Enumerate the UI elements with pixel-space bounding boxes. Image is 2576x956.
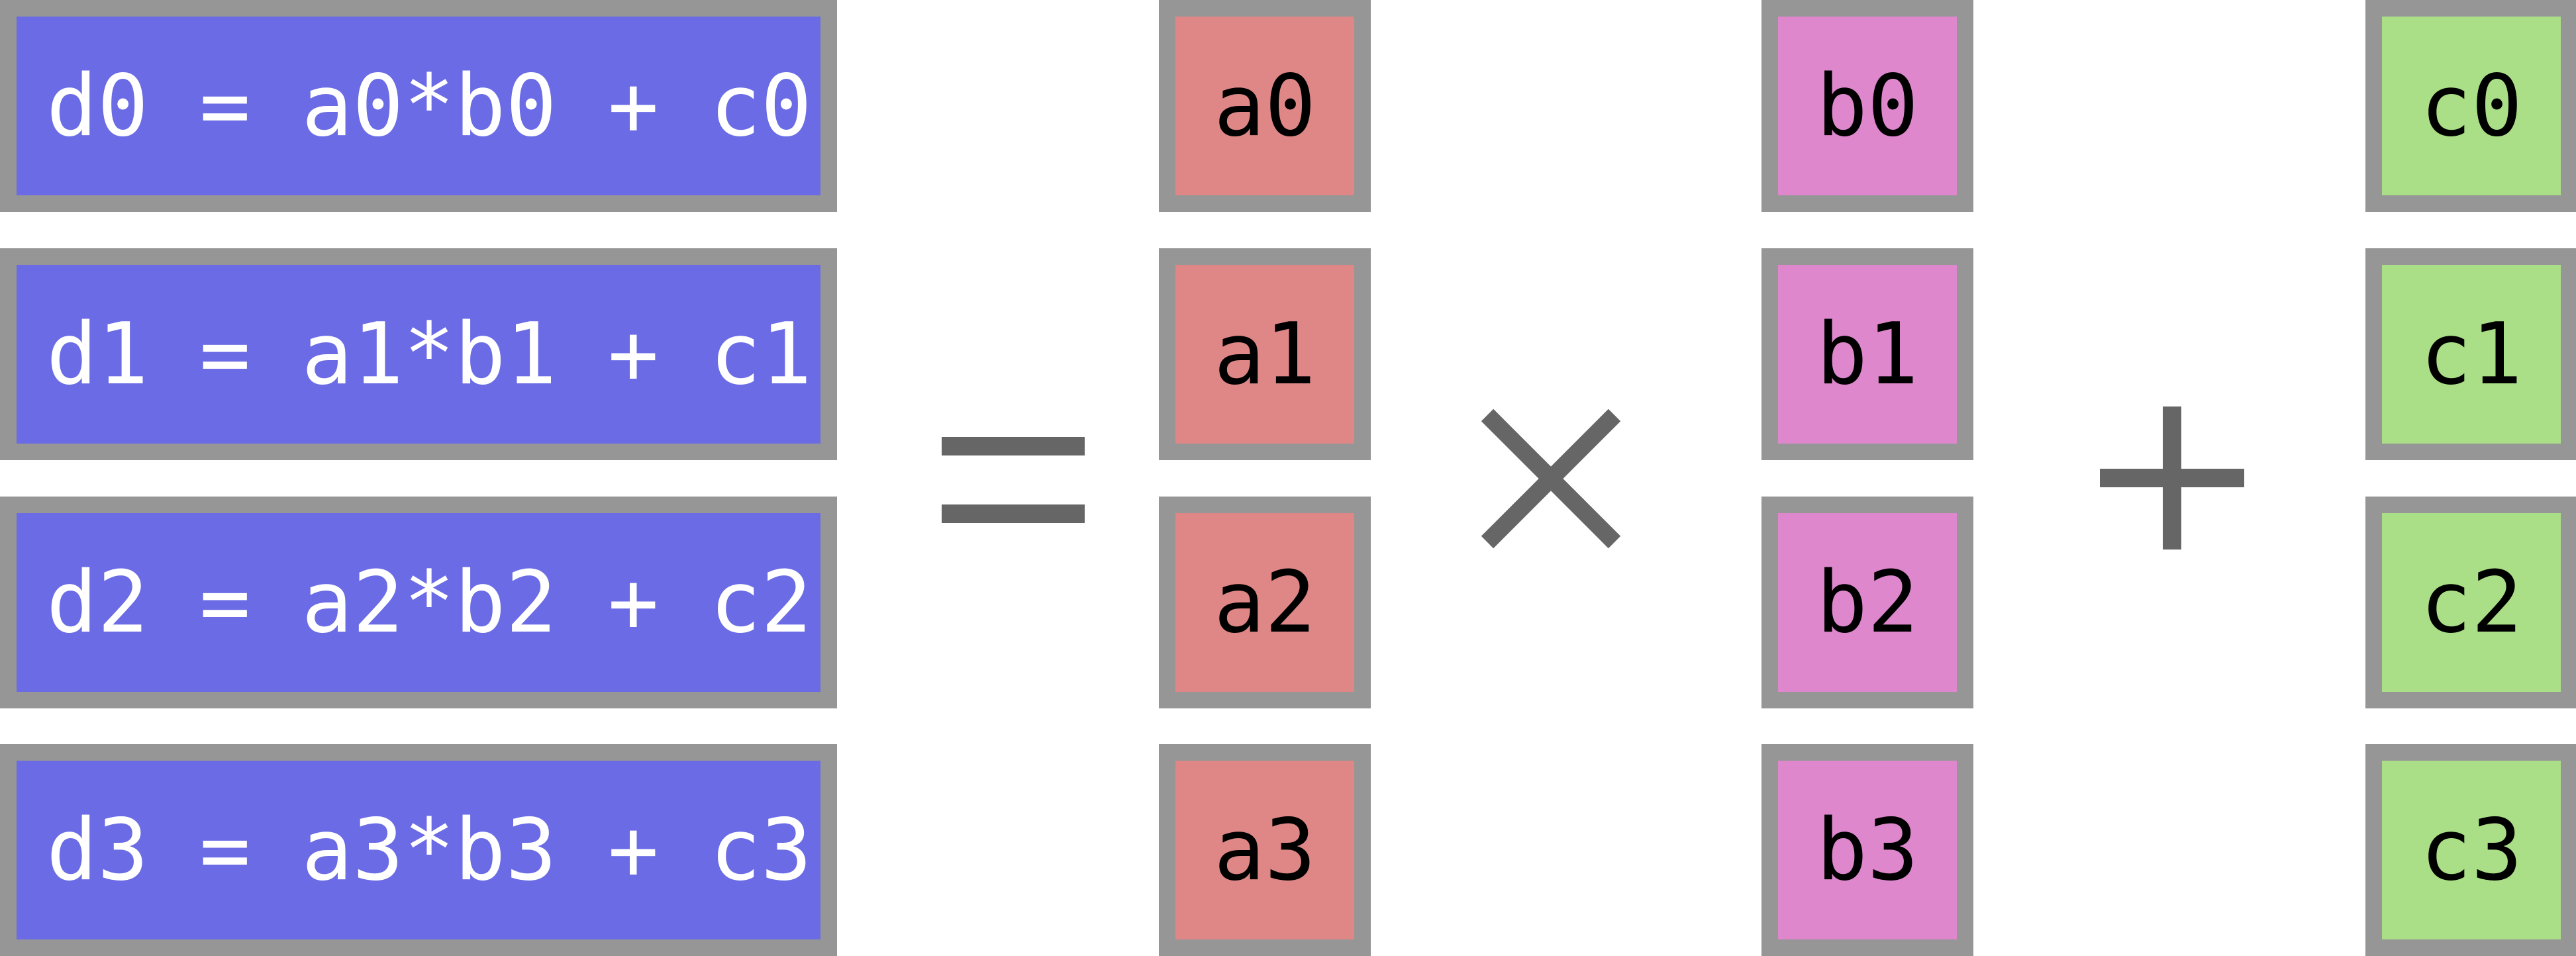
multiply-icon <box>1481 408 1621 549</box>
result-box-d3: d3 = a3*b3 + c3 <box>0 744 837 956</box>
result-equation-d3: d3 = a3*b3 + c3 <box>46 800 812 900</box>
vector-a-cell-0: a0 <box>1159 0 1371 212</box>
vector-b-label-2: b2 <box>1816 553 1919 652</box>
vector-c-label-1: c1 <box>2420 305 2523 404</box>
vector-a-cell-3: a3 <box>1159 744 1371 956</box>
vector-a-label-2: a2 <box>1213 553 1316 652</box>
vector-b-label-3: b3 <box>1816 800 1919 900</box>
vector-c-label-2: c2 <box>2420 553 2523 652</box>
vector-b-cell-2: b2 <box>1761 497 1973 708</box>
result-equation-d1: d1 = a1*b1 + c1 <box>46 305 812 404</box>
result-box-d2: d2 = a2*b2 + c2 <box>0 497 837 708</box>
vector-a-cell-1: a1 <box>1159 248 1371 460</box>
vector-c-cell-1: c1 <box>2365 248 2576 460</box>
vector-c-cell-0: c0 <box>2365 0 2576 212</box>
vector-c-cell-2: c2 <box>2365 497 2576 708</box>
vector-a-cell-2: a2 <box>1159 497 1371 708</box>
vector-b-cell-0: b0 <box>1761 0 1973 212</box>
vector-c-cell-3: c3 <box>2365 744 2576 956</box>
equals-sign-icon <box>942 437 1085 523</box>
result-equation-d2: d2 = a2*b2 + c2 <box>46 553 812 652</box>
vector-b-cell-1: b1 <box>1761 248 1973 460</box>
vector-b-label-1: b1 <box>1816 305 1919 404</box>
result-box-d1: d1 = a1*b1 + c1 <box>0 248 837 460</box>
vector-c-label-0: c0 <box>2420 56 2523 156</box>
vector-a-label-0: a0 <box>1213 56 1316 156</box>
vector-b-label-0: b0 <box>1816 56 1919 156</box>
result-box-d0: d0 = a0*b0 + c0 <box>0 0 837 212</box>
vector-b-cell-3: b3 <box>1761 744 1973 956</box>
vector-a-label-1: a1 <box>1213 305 1316 404</box>
vector-a-label-3: a3 <box>1213 800 1316 900</box>
result-equation-d0: d0 = a0*b0 + c0 <box>46 56 812 156</box>
vector-c-label-3: c3 <box>2420 800 2523 900</box>
plus-icon <box>2100 406 2244 550</box>
